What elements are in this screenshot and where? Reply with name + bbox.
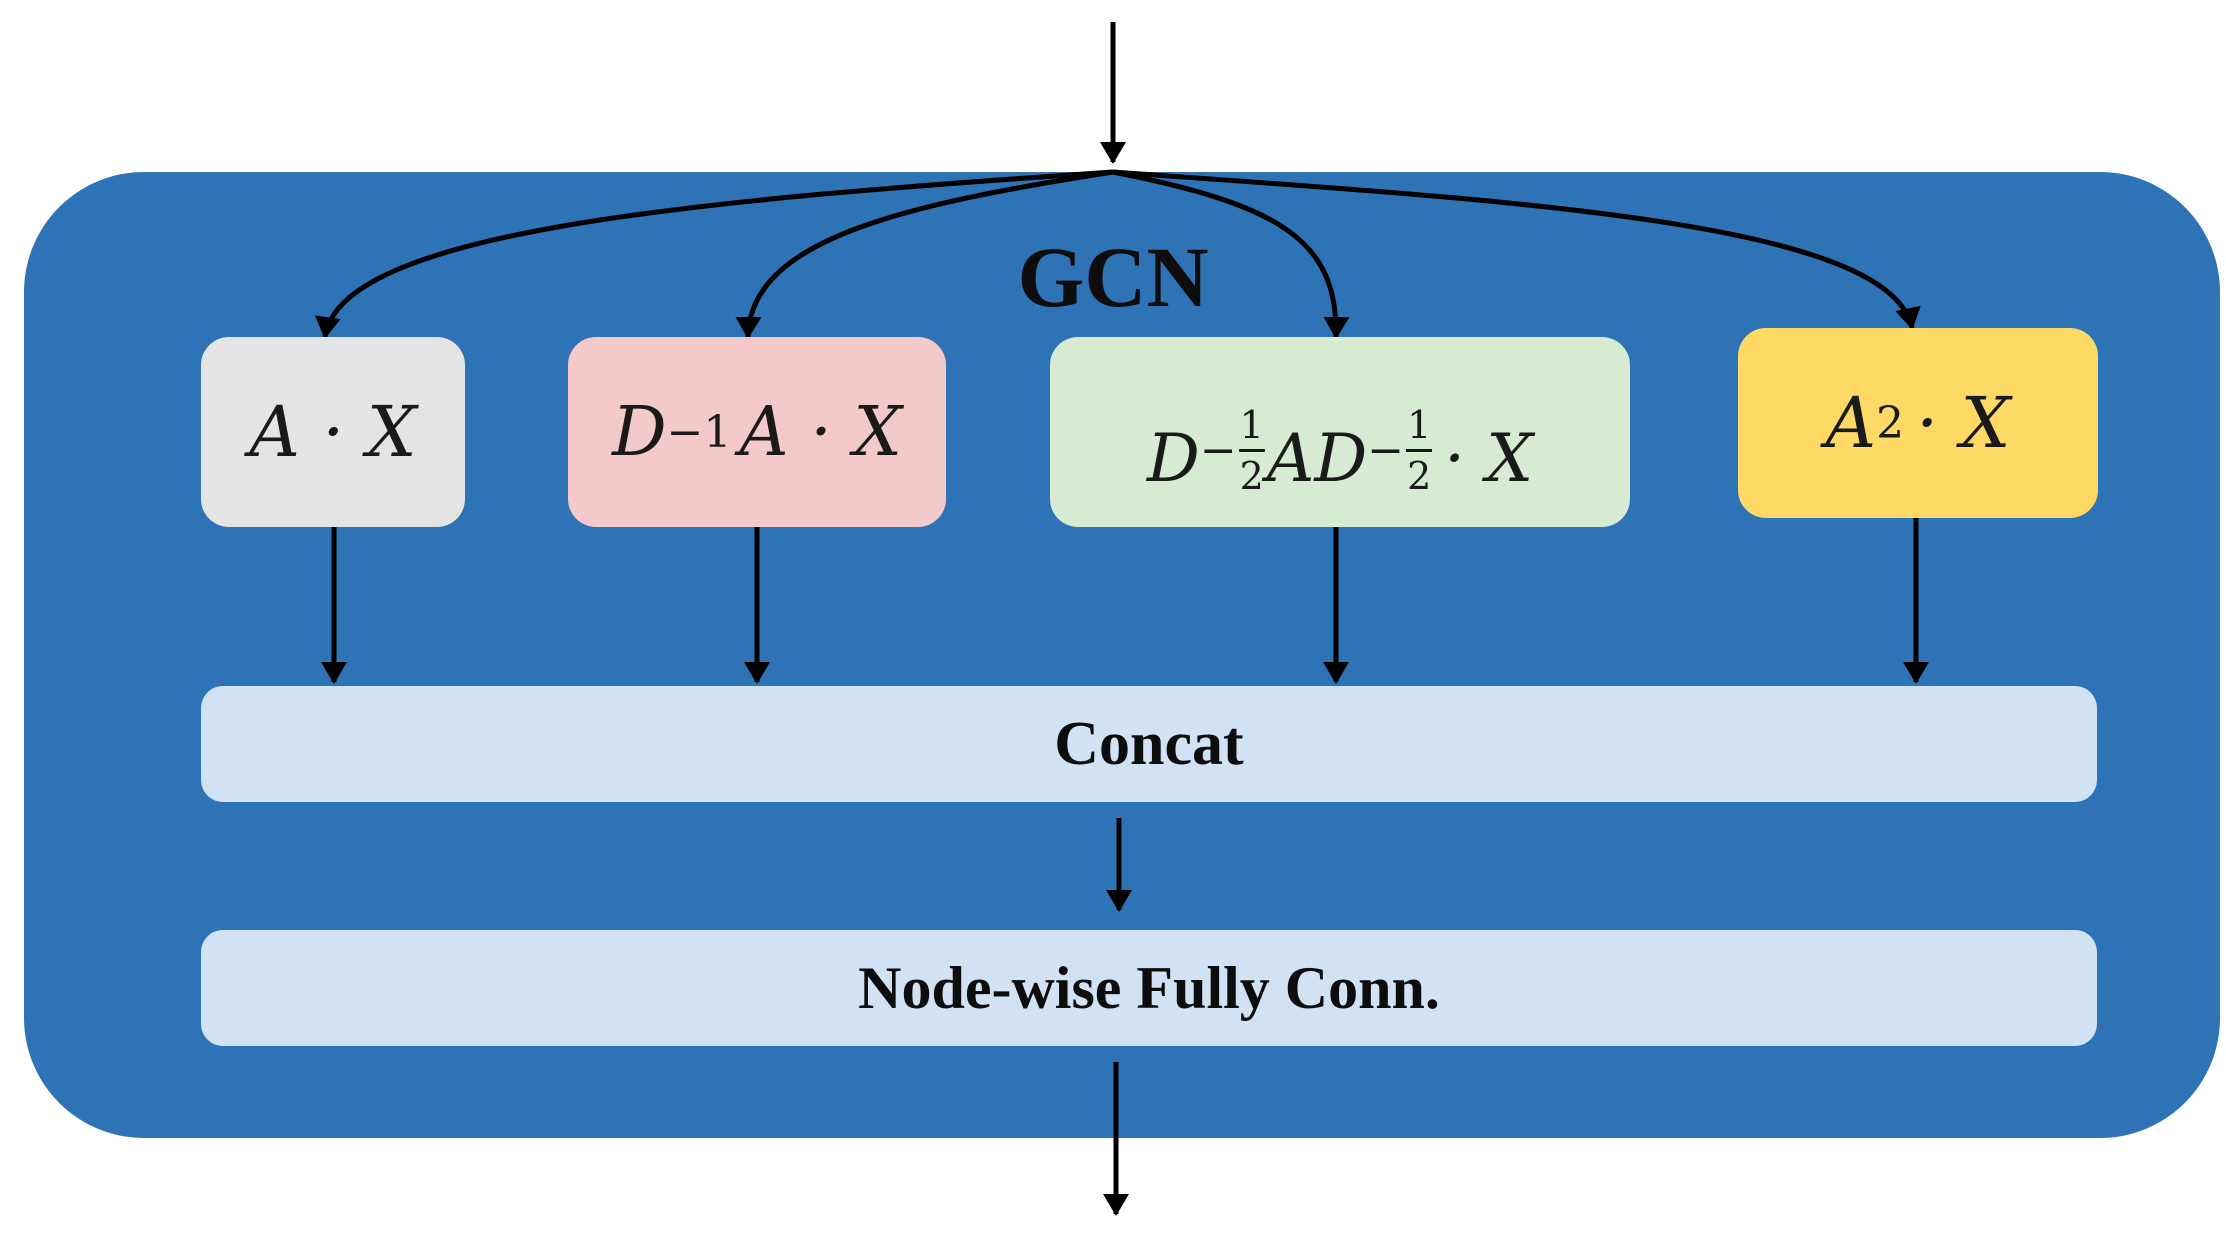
op-d-inv-ax-d: D <box>612 392 667 472</box>
op-d-inv-ax-rest: A · X <box>739 392 902 472</box>
op-box-a2x: A 2 · X <box>1738 328 2098 518</box>
op-box-ax: A · X <box>201 337 465 527</box>
op-a2x-exponent: 2 <box>1876 397 1905 449</box>
op-sym-norm-frac2-den: 2 <box>1407 453 1432 498</box>
op-sym-norm-exp1-sign: − <box>1199 424 1237 476</box>
op-ax-label: A · X <box>249 391 417 473</box>
op-box-d-inv-ax: D −1 A · X <box>568 337 946 527</box>
gcn-title: GCN <box>1017 229 1209 325</box>
op-sym-norm-exp2: − 1 2 <box>1367 404 1434 497</box>
branch-to-a2x <box>1112 169 1921 330</box>
op-sym-norm-frac1: 1 2 <box>1238 402 1265 498</box>
op-sym-norm-frac2-num: 1 <box>1407 402 1432 447</box>
fully-connected-block: Node-wise Fully Conn. <box>201 930 2097 1046</box>
fraction-bar <box>1406 448 1433 452</box>
op-sym-norm-frac2: 1 2 <box>1406 402 1433 498</box>
op-d-inv-ax-exponent: −1 <box>666 406 732 458</box>
concat-block: Concat <box>201 686 2097 802</box>
op-sym-norm-frac1-den: 2 <box>1239 453 1264 498</box>
branch-to-ax <box>314 169 1114 339</box>
branch-to-d-inv-ax <box>735 169 1114 339</box>
op-a2x-a: A <box>1825 382 1877 464</box>
op-sym-norm-exp1: − 1 2 <box>1200 404 1267 497</box>
op-sym-norm-expression: D − 1 2 AD − 1 2 · X <box>1147 404 1533 497</box>
op-box-sym-norm: D − 1 2 AD − 1 2 · X <box>1050 337 1630 527</box>
op-sym-norm-d1: D <box>1146 419 1200 497</box>
op-sym-norm-x: · X <box>1444 419 1534 497</box>
op-sym-norm-frac1-num: 1 <box>1239 402 1264 447</box>
branch-to-sym-norm <box>1112 169 1350 339</box>
op-a2x-rest: · X <box>1916 382 2011 464</box>
op-sym-norm-ad: AD <box>1266 419 1368 497</box>
op-sym-norm-exp2-sign: − <box>1367 424 1405 476</box>
fraction-bar <box>1238 448 1265 452</box>
